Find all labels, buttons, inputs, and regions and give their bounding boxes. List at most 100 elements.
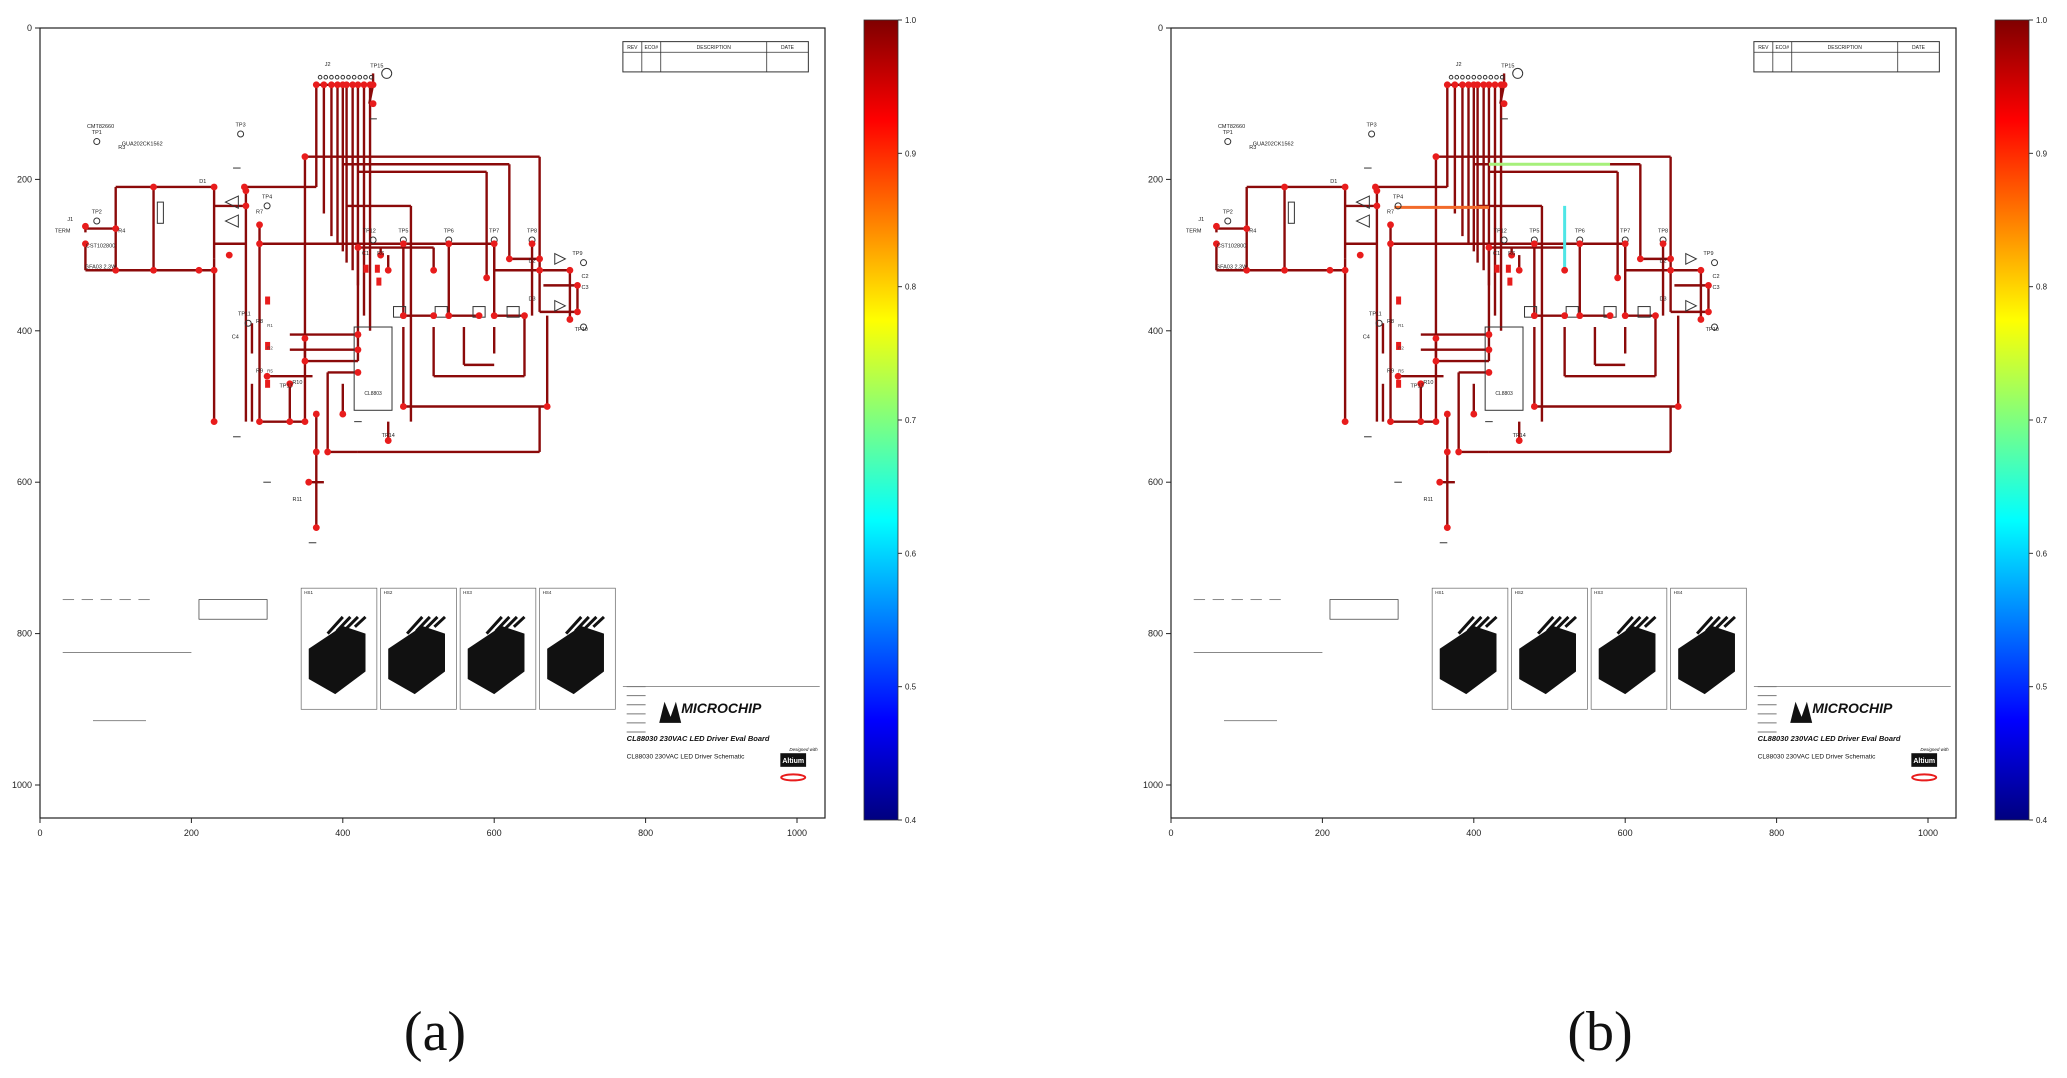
node-dot [1356,251,1364,259]
bridge-diode [1355,195,1370,209]
capacitor-node [1396,341,1402,350]
node-dot [1491,81,1499,89]
colorbar-tick-label: 0.9 [2036,149,2048,158]
designed-with: Designed with [1920,747,1949,752]
node-dot [369,81,377,89]
test-point-symbol [93,217,101,225]
node-dot [574,308,581,316]
colorbar-tick-label: 1.0 [905,16,917,25]
mosfet-symbol [506,306,520,318]
component-label: CMT82660 [1218,124,1245,130]
x-tick-label: 400 [335,828,350,838]
node-dot [1705,281,1712,289]
colorbar-tick-label: 0.4 [2036,816,2048,825]
node-dot [1697,316,1705,323]
component-label: R6 [1508,251,1515,257]
component-label: R5 [1398,368,1404,373]
node-dot [1213,240,1220,248]
node-dot [483,274,491,282]
colorbar-tick-label: 0.7 [905,416,917,425]
capacitor-node [1494,264,1500,273]
test-point-symbol [244,319,252,327]
node-dot [82,240,89,248]
component-label: TP15 [370,63,383,69]
component-label: D1 [199,179,206,185]
component-label: TP12 [363,228,376,234]
altium-logo-box [1911,753,1938,767]
varistor-symbol [156,201,164,224]
component-label: R1 [1398,323,1404,328]
node-dot [242,202,250,210]
altium-logo-box [780,753,807,767]
heatsink-image [1598,626,1656,695]
rev-table-header: ECO# [644,45,658,51]
heatsink-fin [424,615,439,631]
heatsink-image [308,626,366,695]
test-point-symbol [237,130,245,138]
node-dot [1243,266,1251,274]
nodes [1213,81,1712,532]
rev-table-frame [1753,41,1940,73]
component-label: TP7 [1620,228,1630,234]
mosfet-symbol [434,306,448,318]
x-tick-label: 400 [1466,828,1481,838]
colorbar-tick-label: 0.5 [2036,683,2048,692]
heatsink-fin [565,615,583,635]
component-label: TP5 [398,228,408,234]
node-dot [1373,187,1381,195]
node-dot [1470,410,1478,418]
node-dot [263,372,271,380]
test-point-symbol [1500,236,1508,244]
heatsink-fin [1643,615,1657,628]
connector-pin [340,74,346,80]
node-dot [1341,266,1349,274]
connector-pin [357,74,363,80]
heatsink-fin [406,615,424,635]
node-dot [286,380,294,388]
connector-pin [317,74,323,80]
ic-label: CL8803 [364,391,382,397]
component-label: C1 [362,251,369,257]
component-label: R6 [377,251,384,257]
heatsink-fin [1625,615,1642,633]
connector-pin [363,74,368,80]
heatsink-frame [1590,587,1668,710]
heatsink-frame [1511,587,1588,710]
heatsink-image [1678,626,1735,695]
node-dot [1621,240,1629,248]
node-dot [1697,266,1705,274]
node-dot [339,410,347,418]
node-dot [1508,251,1516,259]
node-dot [1515,437,1523,444]
component-label: TP4 [262,194,272,200]
y-tick-label: 400 [17,326,32,336]
bridge-diode [224,214,239,228]
ic-body [353,326,393,411]
component-label: TP4 [1393,194,1403,200]
node-dot [1606,312,1614,320]
colorbar-tick-label: 0.9 [905,149,917,158]
node-dot [354,81,362,89]
heatsink-fin [574,615,590,633]
component-label: R8 [1387,319,1394,325]
component-label: TP12 [1494,228,1507,234]
component-label: CMT82660 [87,124,114,130]
connector-pin [1494,74,1499,80]
wires [84,73,579,528]
capacitor-node [265,341,271,350]
component-label: TERM [1186,228,1202,234]
rev-table-header: DATE [781,45,795,51]
node-dot [1561,312,1569,320]
node-dot [505,255,513,263]
components: CL8803 [1224,67,1719,544]
heatsink-fin [485,615,503,635]
component-label: TP15 [1501,63,1514,69]
capacitor-node [265,379,271,388]
node-dot [354,346,362,354]
heatsink-fin [1705,615,1721,633]
x-tick-label: 1000 [1918,828,1938,838]
heatsink-fin [415,615,431,633]
heatsink-fin [583,615,598,631]
